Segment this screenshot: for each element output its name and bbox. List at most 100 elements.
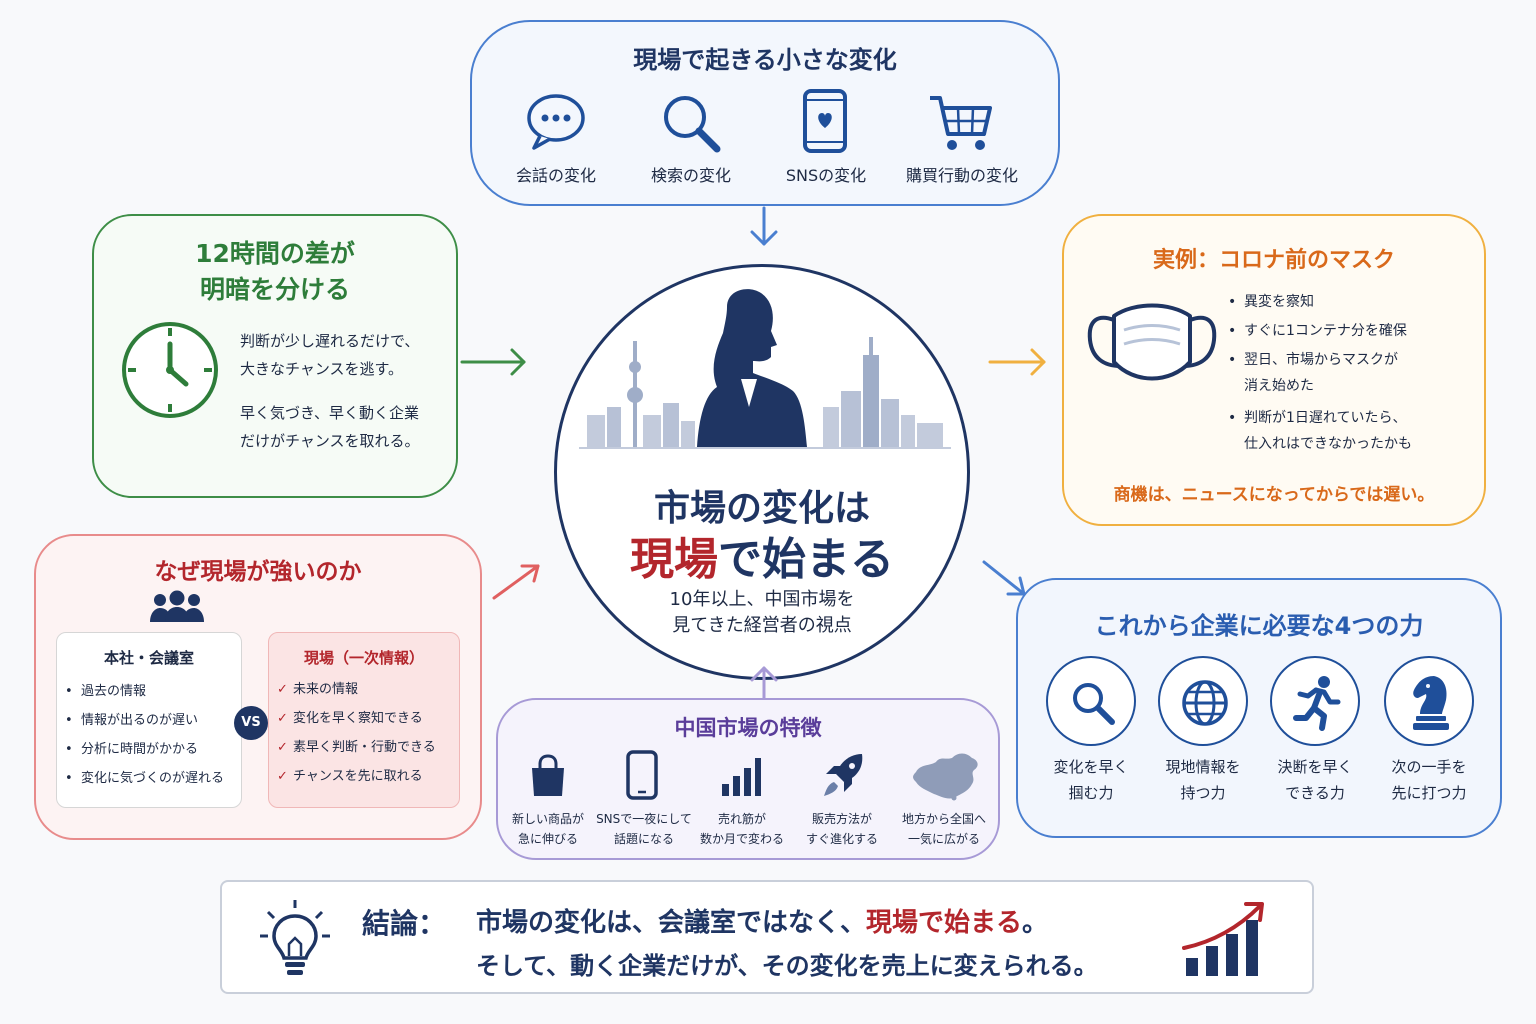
china-item-line2: 一気に広がる — [907, 832, 980, 846]
people-group-icon — [150, 590, 204, 622]
mask-example-conclusion: 商機は、ニュースになってからでは遅い。 — [1113, 485, 1435, 505]
power-label-line1: 変化を早く — [1053, 758, 1129, 776]
mask-example-title: 実例：コロナ前のマスク — [1152, 248, 1395, 273]
china-market-title: 中国市場の特徴 — [674, 716, 822, 740]
field-item: 素早く判断・行動できる — [275, 733, 436, 762]
smartphone-heart-icon — [803, 89, 847, 153]
power-label-line2: 掴む力 — [1068, 784, 1114, 802]
center-title-rest: で始まる — [718, 534, 894, 585]
china-item-line1: 地方から全国へ — [901, 812, 986, 826]
hq-title: 本社・会議室 — [103, 649, 194, 667]
mask-bullet: 異変を察知 — [1226, 288, 1407, 317]
china-item-line1: SNSで一夜にして — [596, 812, 692, 826]
mask-example-bullets: 異変を察知 すぐに1コンテナ分を確保 翌日、市場からマスクが — [1226, 288, 1407, 375]
field-title: 現場（一次情報） — [303, 649, 424, 667]
runner-icon — [1293, 676, 1341, 731]
field-item: 未来の情報 — [275, 675, 436, 704]
small-changes-panel: 現場で起きる小さな変化 会話の変化 検索の変化 SNSの変化 購買行動の変化 — [470, 20, 1060, 206]
mask-bullet: 判断が1日遅れていたら、 — [1226, 404, 1407, 433]
time-gap-text2-line1: 早く気づき、早く動く企業 — [240, 404, 419, 422]
hq-item: 情報が出るのが遅い — [63, 706, 224, 735]
four-powers-title: これから企業に必要な4つの力 — [1094, 612, 1424, 640]
magnifier-icon — [1073, 683, 1115, 725]
why-field-panel: なぜ現場が強いのか 本社・会議室 過去の情報 情報が出るのが遅い 分析に時間がか… — [34, 534, 482, 840]
field-item: 変化を早く察知できる — [275, 704, 436, 733]
arrow-right-icon — [460, 348, 526, 376]
clock-icon — [122, 322, 218, 418]
china-item-line2: 急に伸びる — [517, 832, 578, 846]
lightbulb-icon — [260, 900, 330, 975]
conclusion-label: 結論： — [362, 907, 447, 940]
power-label-line1: 現地情報を — [1165, 758, 1241, 776]
globe-icon — [1182, 680, 1228, 726]
hq-item: 変化に気づくのが遅れる — [63, 764, 224, 793]
mask-example-panel: 実例：コロナ前のマスク 異変を察知 すぐに1コンテナ分を確保 翌日、市場からマス… — [1062, 214, 1486, 526]
change-label-conversation: 会話の変化 — [515, 166, 596, 185]
time-gap-title-line1: 12時間の差が — [195, 239, 355, 268]
china-map-icon — [913, 753, 978, 801]
conclusion-banner: 結論： 市場の変化は、会議室ではなく、現場で始まる。 そして、動く企業だけが、そ… — [220, 880, 1314, 994]
center-title-highlight: 現場 — [630, 534, 718, 585]
conclusion-line1-text: 市場の変化は、会議室ではなく、 — [476, 908, 867, 938]
change-label-search: 検索の変化 — [650, 166, 731, 185]
power-label-line2: 持つ力 — [1180, 784, 1226, 802]
growth-chart-icon — [1182, 902, 1264, 976]
bar-chart-icon — [722, 758, 761, 796]
mask-bullet-cont: 仕入れはできなかったかも — [1244, 436, 1412, 452]
time-gap-panel: 12時間の差が 明暗を分ける 判断が少し遅れるだけで、 大きなチャンスを逃す。 … — [92, 214, 458, 498]
center-title-line2: 現場で始まる — [557, 523, 967, 587]
power-label-line1: 決断を早く — [1277, 758, 1353, 776]
china-item-line2: すぐ進化する — [805, 832, 878, 846]
power-icon-circle — [1270, 656, 1360, 746]
power-icon-circle — [1384, 656, 1474, 746]
china-market-panel: 中国市場の特徴 新しい商品が 急に伸びる SNSで一夜にして 話題になる 売れ筋… — [496, 698, 1000, 860]
china-item-line1: 新しい商品が — [511, 812, 584, 826]
mask-bullet: 翌日、市場からマスクが — [1226, 346, 1407, 375]
center-title-line1: 市場の変化は — [653, 488, 870, 529]
center-subtitle-line1: 10年以上、中国市場を — [669, 589, 855, 610]
power-icon-circle — [1046, 656, 1136, 746]
time-gap-title-line2: 明暗を分ける — [199, 275, 350, 304]
shopping-bag-icon — [532, 754, 564, 796]
conclusion-highlight: 現場で始まる — [866, 908, 1023, 938]
arrow-diagonal-icon — [982, 560, 1026, 596]
time-gap-text2-line2: だけがチャンスを取れる。 — [240, 432, 420, 450]
four-powers-panel: これから企業に必要な4つの力 変化を早く 掴む力 — [1016, 578, 1502, 838]
china-item-line2: 話題になる — [613, 832, 674, 846]
conclusion-line2: そして、動く企業だけが、その変化を売上に変えられる。 — [476, 952, 1098, 980]
chat-bubble-icon — [527, 94, 585, 150]
china-item-line2: 数か月で変わる — [699, 832, 784, 846]
arrow-down-icon — [750, 206, 778, 246]
arrow-diagonal-icon — [492, 564, 540, 600]
field-list: 未来の情報 変化を早く察知できる 素早く判断・行動できる チャンスを先に取れる — [275, 675, 436, 791]
change-label-sns: SNSの変化 — [785, 166, 867, 185]
power-label-line2: 先に打つ力 — [1391, 784, 1467, 802]
small-changes-title: 現場で起きる小さな変化 — [633, 46, 897, 74]
rocket-icon — [824, 754, 863, 796]
time-gap-text1-line2: 大きなチャンスを逃す。 — [240, 360, 404, 378]
mask-bullet-cont: 消え始めた — [1244, 378, 1314, 394]
time-gap-text1-line1: 判断が少し遅れるだけで、 — [240, 332, 420, 350]
magnifier-icon — [664, 96, 721, 153]
vs-label: VS — [241, 715, 261, 730]
hq-column: 本社・会議室 過去の情報 情報が出るのが遅い 分析に時間がかかる 変化に気づくの… — [56, 632, 242, 808]
mask-example-bullets-2: 判断が1日遅れていたら、 — [1226, 404, 1407, 433]
hq-item: 過去の情報 — [63, 677, 224, 706]
power-label-line2: できる力 — [1285, 784, 1345, 802]
chess-knight-icon — [1413, 676, 1449, 730]
shopping-cart-icon — [930, 96, 992, 150]
center-hub: 市場の変化は 現場で始まる 10年以上、中国市場を 見てきた経営者の視点 — [554, 264, 970, 680]
conclusion-line1-end: 。 — [1022, 908, 1049, 938]
power-label-line1: 次の一手を — [1391, 758, 1467, 776]
power-icon-circle — [1158, 656, 1248, 746]
arrow-up-icon — [750, 666, 778, 700]
vs-badge: VS — [234, 706, 268, 740]
hq-list: 過去の情報 情報が出るのが遅い 分析に時間がかかる 変化に気づくのが遅れる — [63, 677, 224, 793]
arrow-right-icon — [988, 348, 1046, 376]
field-item: チャンスを先に取れる — [275, 762, 436, 791]
change-label-purchase: 購買行動の変化 — [905, 166, 1018, 185]
city-skyline-illustration — [579, 289, 951, 449]
why-field-title: なぜ現場が強いのか — [154, 559, 362, 585]
conclusion-line1: 市場の変化は、会議室ではなく、現場で始まる。 — [476, 902, 1048, 939]
